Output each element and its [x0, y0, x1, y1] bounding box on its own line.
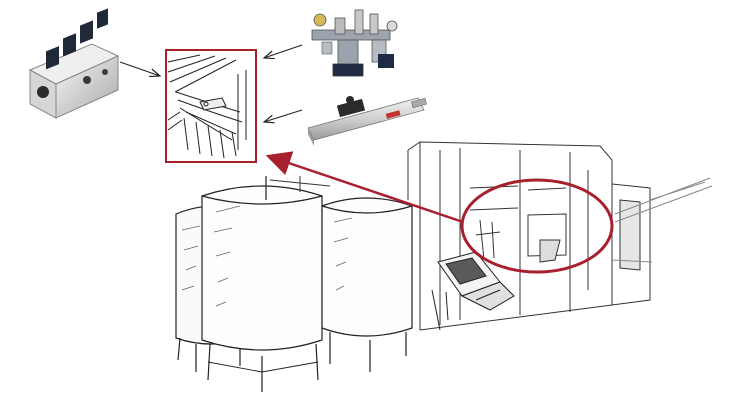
valve-assembly-icon	[311, 9, 398, 77]
pipe	[269, 176, 331, 192]
callout-arrow-icon	[265, 151, 464, 224]
pointer-arrow	[264, 44, 303, 58]
gripper-arm-detail-icon	[167, 54, 247, 159]
tank-icon	[321, 197, 413, 372]
pneumatic-cylinder-icon	[307, 96, 427, 146]
manifold-valve-block-icon	[28, 8, 120, 119]
tank-icon	[201, 176, 323, 392]
machine-enclosure-icon	[407, 141, 651, 331]
conveyor-icon	[611, 177, 713, 263]
highlight-ellipse-icon	[460, 178, 614, 274]
detail-inset	[165, 49, 257, 163]
control-panel-icon	[431, 251, 515, 331]
pointer-arrow	[264, 109, 303, 122]
pointer-arrow	[119, 61, 160, 76]
